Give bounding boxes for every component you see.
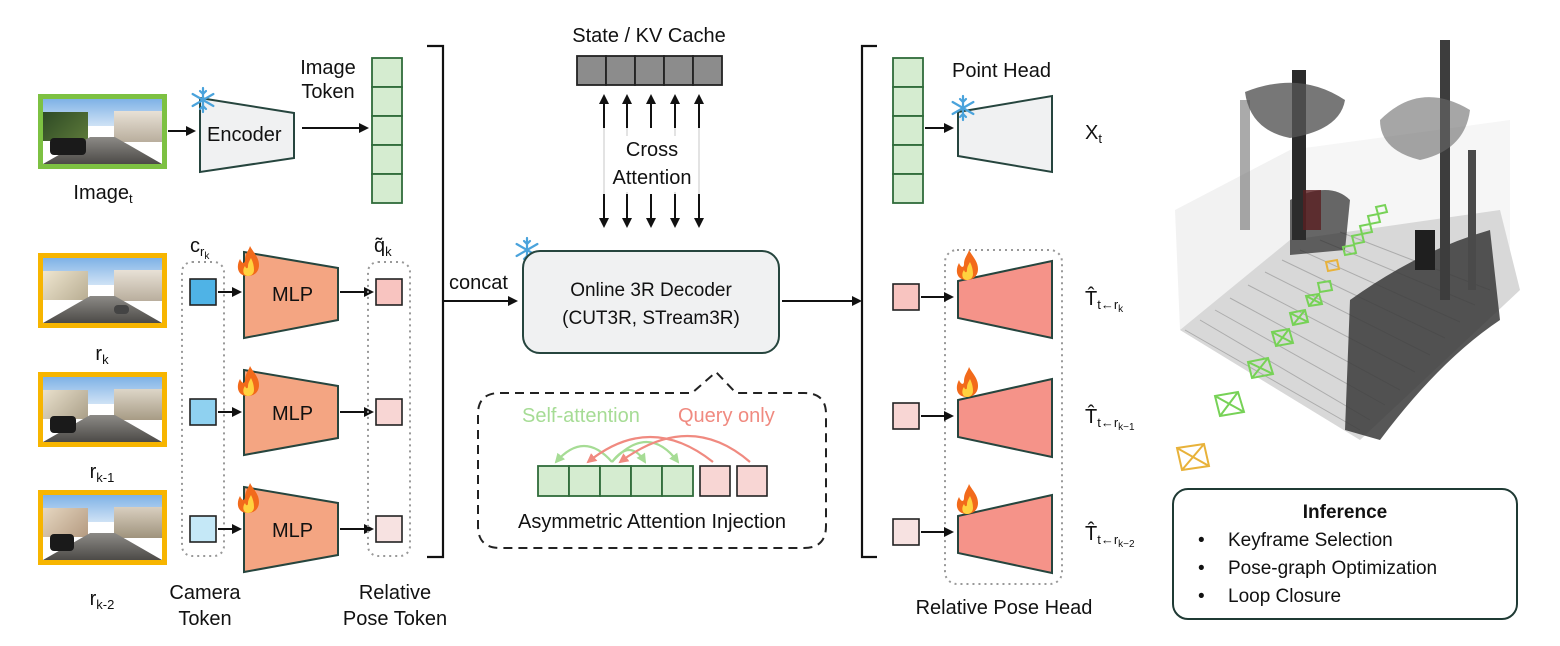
flame-icon <box>956 250 978 280</box>
kv-cache-title: State / KV Cache <box>572 25 726 47</box>
inference-item-loop-closure: •Loop Closure <box>1198 586 1342 607</box>
kv-cache-bar <box>576 55 723 86</box>
point-head-output: Xt <box>1085 122 1102 146</box>
keyframe-label-k-2: rk-2 <box>89 588 115 612</box>
pose-output-k-2: T̂t←rk−2 <box>1085 523 1135 550</box>
pose-head-k-1 <box>957 377 1053 459</box>
pose-token-k <box>375 278 403 306</box>
mlp-block-k-1 <box>243 368 339 457</box>
injection-callout <box>477 370 827 549</box>
output-bracket <box>860 44 877 559</box>
pose-token-k-2 <box>375 515 403 543</box>
camera-token-symbol: crk <box>190 235 210 262</box>
flame-icon <box>237 483 259 513</box>
keyframe-label-k: rk <box>95 343 109 367</box>
concat-label: concat <box>449 272 508 294</box>
camera-token-k-2 <box>189 515 217 543</box>
cross-attention-arrows <box>599 94 704 228</box>
online-3r-decoder: Online 3R Decoder (CUT3R, STream3R) <box>522 250 780 354</box>
inference-item-pose-graph: •Pose-graph Optimization <box>1198 558 1438 579</box>
encoder-block <box>199 96 295 174</box>
pose-output-k: T̂t←rk <box>1085 288 1124 315</box>
camera-token-k <box>189 278 217 306</box>
camera-token-k-1 <box>189 398 217 426</box>
flame-icon <box>237 366 259 396</box>
query-only-label: Query only <box>678 405 775 427</box>
pose-head-k <box>957 259 1053 340</box>
mlp-block-k-2 <box>243 485 339 574</box>
inference-title: Inference <box>1302 502 1388 523</box>
relative-pose-head-group <box>944 249 1063 585</box>
mlp-label-k-2: MLP <box>272 520 314 542</box>
output-token-column <box>892 57 924 204</box>
image-token-column <box>371 57 403 204</box>
inference-box: Inference •Keyframe Selection •Pose-grap… <box>1172 488 1518 620</box>
mlp-block-k <box>243 250 339 340</box>
decoder-title: Online 3R Decoder <box>570 280 732 301</box>
mlp-label-k-1: MLP <box>272 403 314 425</box>
keyframe-camera-trajectory <box>1175 203 1389 472</box>
relative-pose-head-caption: Relative Pose Head <box>915 597 1093 619</box>
query-only-arcs <box>586 435 751 464</box>
concat-bracket <box>427 44 445 559</box>
self-attention-label: Self-attention <box>522 405 640 427</box>
flame-icon <box>956 367 978 397</box>
keyframe-image-k <box>38 253 167 328</box>
flame-icon <box>956 484 978 514</box>
keyframe-label-k-1: rk-1 <box>89 461 115 485</box>
decoder-subtitle: (CUT3R, STream3R) <box>562 308 740 329</box>
pose-head-k-2 <box>957 493 1053 575</box>
input-image-t <box>38 94 167 169</box>
encoder-label: Encoder <box>207 124 282 146</box>
point-head-block <box>957 94 1053 174</box>
point-cloud-reconstruction <box>1175 40 1520 472</box>
image-t-label: Imaget <box>73 182 133 206</box>
flame-icon <box>237 246 259 276</box>
injection-caption: Asymmetric Attention Injection <box>518 511 786 533</box>
injection-token-row <box>537 465 768 497</box>
pose-token-symbol: q̃k <box>374 235 392 259</box>
pose-token-k-1 <box>375 398 403 426</box>
keyframe-image-k-2 <box>38 490 167 565</box>
pose-output-k-1: T̂t←rk−1 <box>1085 406 1135 433</box>
mlp-label-k: MLP <box>272 284 314 306</box>
inference-item-keyframe: •Keyframe Selection <box>1198 530 1393 551</box>
keyframe-image-k-1 <box>38 372 167 447</box>
point-head-title: Point Head <box>952 60 1051 82</box>
relative-pose-token-group <box>367 261 411 557</box>
camera-token-group <box>181 261 225 557</box>
